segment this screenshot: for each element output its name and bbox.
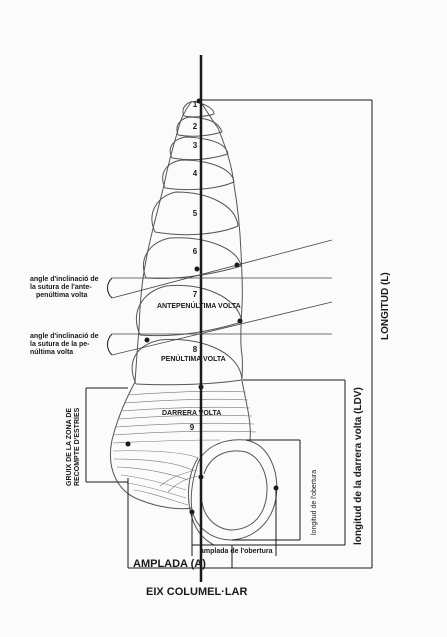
label-gruix: GRUIX DE LA ZONA DE RECOMPTE D'ESTRIES	[66, 407, 82, 486]
suture-4	[164, 181, 235, 191]
bulge-3	[169, 136, 229, 159]
bulge-7	[135, 284, 243, 336]
bulge-6	[143, 237, 242, 279]
whorl-number-2: 2	[192, 122, 198, 131]
angle-lines	[107, 239, 333, 356]
striations	[112, 390, 257, 506]
angle-bracket-pen	[107, 333, 113, 356]
label-suture-angle-ante: angle d'inclinació de la sutura de l'ant…	[30, 276, 99, 300]
whorl-number-8: 8	[192, 345, 198, 354]
measurement-lines	[85, 99, 373, 569]
suture-7	[139, 321, 243, 337]
aperture	[139, 439, 278, 546]
bulge-2	[176, 116, 223, 136]
whorl-number-1: 1	[192, 100, 198, 109]
whorl-number-7: 7	[192, 290, 198, 299]
label-longitud-darrera-volta: longitud de la darrera volta (LDV)	[353, 387, 364, 545]
label-suture-angle-pen: angle d'inclinació de la sutura de la pe…	[30, 333, 99, 357]
whorl-number-4: 4	[192, 169, 198, 178]
bulge-4	[162, 159, 235, 189]
bulge-1	[182, 101, 215, 117]
suture-3	[171, 153, 229, 161]
columella-curve	[187, 457, 215, 546]
aperture-inner	[201, 450, 268, 531]
shell-outline	[110, 100, 251, 501]
suture-8	[135, 379, 243, 386]
label-amplada-obertura: amplada de l'obertura	[200, 548, 273, 555]
body-base	[139, 499, 193, 510]
whorl-number-5: 5	[192, 209, 198, 218]
shell-left-profile	[110, 100, 193, 501]
bulge-8	[131, 338, 243, 385]
bulge-5	[151, 191, 239, 233]
label-amplada-total: AMPLADA (A)	[133, 558, 206, 570]
label-eix-columellar: EIX COLUMEL·LAR	[146, 586, 248, 598]
label-penultima: PENÚLTIMA VOLTA	[161, 356, 226, 363]
angle-bracket-ante	[107, 277, 113, 299]
aperture-outer	[190, 439, 278, 541]
label-antepenultima: ANTEPENÚLTIMA VOLTA	[157, 303, 241, 310]
suture-1	[183, 113, 215, 118]
whorl-number-9: 9	[189, 423, 195, 432]
whorl-number-3: 3	[192, 141, 198, 150]
suture-5	[154, 225, 239, 236]
label-longitud-total: LONGITUD (L)	[380, 272, 391, 340]
suture-2	[177, 131, 223, 137]
label-darrera: DARRERA VOLTA	[162, 410, 222, 417]
label-longitud-obertura: longitud de l'obertura	[311, 469, 318, 535]
measurement-points	[125, 98, 279, 515]
whorl-number-6: 6	[192, 247, 198, 256]
